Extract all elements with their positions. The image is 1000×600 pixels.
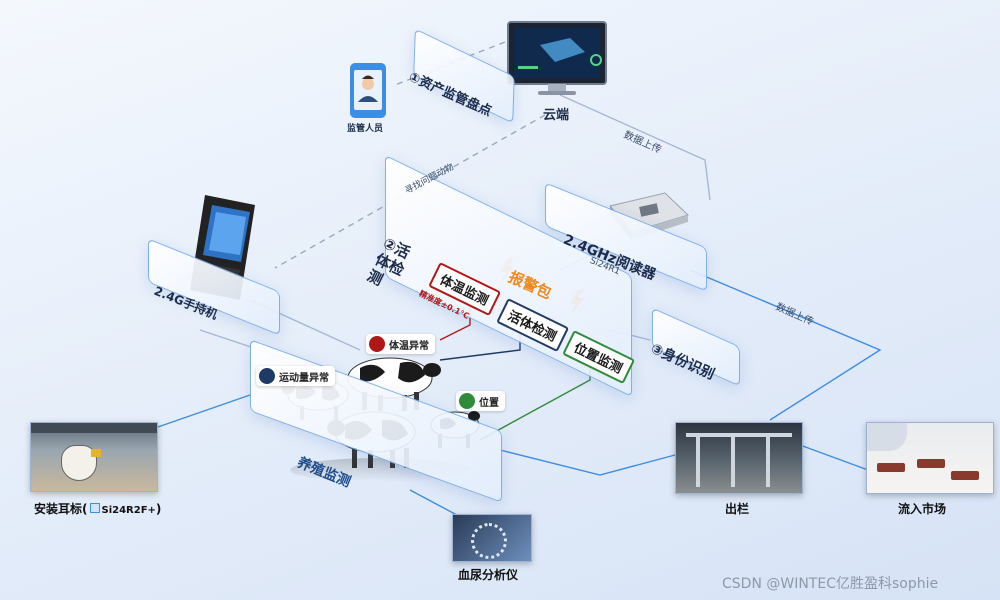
ear-tag-caption: 安装耳标( Si24R2F+) bbox=[34, 500, 161, 517]
ear-tag-close: ) bbox=[156, 502, 161, 516]
motion-icon bbox=[259, 368, 275, 384]
temp-abnormal-badge: 体温异常 bbox=[366, 334, 435, 354]
temp-abnormal-text: 体温异常 bbox=[389, 337, 429, 352]
location-badge: 位置 bbox=[456, 391, 505, 411]
blood-caption: 血尿分析仪 bbox=[458, 566, 518, 583]
location-text: 位置 bbox=[479, 394, 499, 409]
chip-icon bbox=[90, 503, 100, 513]
ear-tag-text: 安装耳标( bbox=[34, 502, 88, 516]
ear-tag-photo bbox=[30, 422, 158, 492]
location-pin-icon bbox=[459, 393, 475, 409]
market-photo bbox=[866, 422, 994, 494]
cloud-label: 云端 bbox=[543, 104, 569, 123]
edge-exit-to-market bbox=[800, 445, 868, 470]
ear-tag-chip: Si24R2F+ bbox=[102, 505, 156, 516]
market-caption: 流入市场 bbox=[898, 500, 946, 517]
staff-phone-icon bbox=[350, 63, 386, 118]
edge-cloud-to-reader bbox=[560, 95, 710, 200]
staff-label: 监管人员 bbox=[347, 121, 383, 134]
cloud-monitor-icon bbox=[508, 22, 606, 95]
thermometer-icon bbox=[369, 336, 385, 352]
watermark: CSDN @WINTEC亿胜盈科sophie bbox=[722, 573, 938, 593]
exit-photo bbox=[675, 422, 803, 494]
edge-eartag-to-farm bbox=[155, 395, 250, 428]
motion-abnormal-badge: 运动量异常 bbox=[256, 366, 335, 386]
motion-abnormal-text: 运动量异常 bbox=[279, 369, 329, 384]
exit-caption: 出栏 bbox=[725, 500, 749, 517]
blood-analyzer-photo bbox=[452, 514, 532, 562]
edge-farm-to-exit bbox=[500, 450, 675, 475]
